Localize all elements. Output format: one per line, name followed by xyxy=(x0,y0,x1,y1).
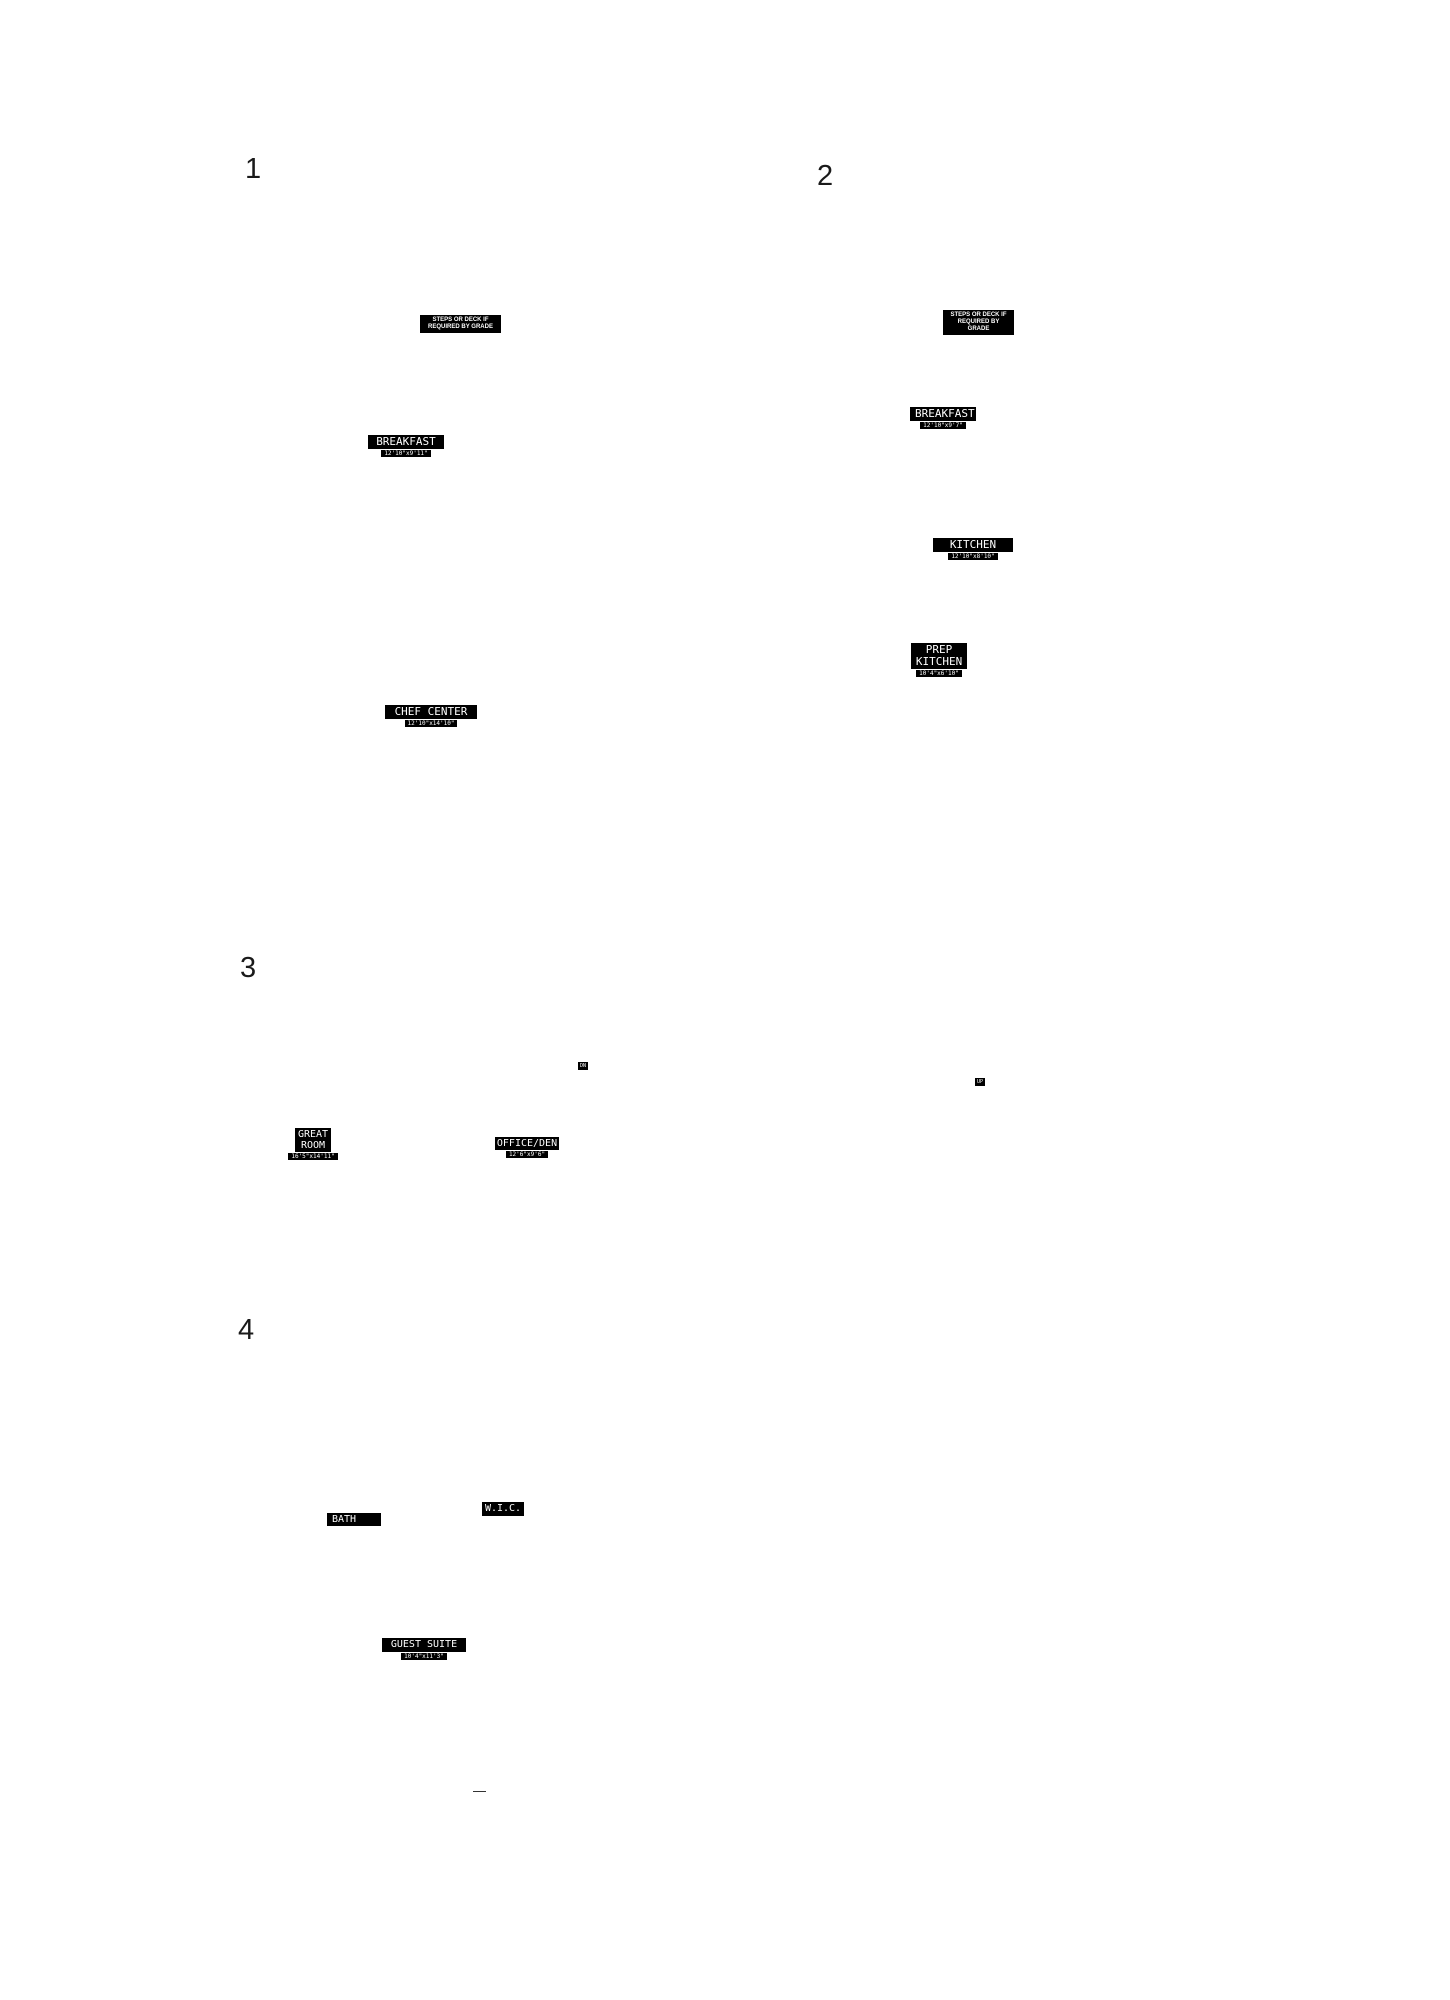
room-label-prep-kitchen: PREP KITCHEN 10'4"x6'10" xyxy=(910,643,968,677)
room-dimensions: 12'6"x9'6" xyxy=(505,1151,549,1158)
room-dimensions: 12'10"x9'11" xyxy=(381,450,431,457)
room-label-office-den: OFFICE/DEN 12'6"x9'6" xyxy=(494,1137,560,1158)
stair-down-label: DN xyxy=(578,1062,589,1070)
room-label-chef-center: CHEF CENTER 12'10"x14'10" xyxy=(385,705,477,727)
room-name: BREAKFAST xyxy=(910,407,976,421)
steps-or-deck-note-1: STEPS OR DECK IF REQUIRED BY GRADE xyxy=(420,315,501,333)
room-name: CHEF CENTER xyxy=(385,705,477,719)
room-name: KITCHEN xyxy=(933,538,1013,552)
room-name: BREAKFAST xyxy=(368,435,444,449)
room-dimensions: 10'4"x6'10" xyxy=(916,670,962,677)
room-label-breakfast-1: BREAKFAST 12'10"x9'11" xyxy=(368,435,444,457)
room-label-breakfast-2: BREAKFAST 12'10"x9'7" xyxy=(910,407,976,429)
room-name: OFFICE/DEN xyxy=(494,1137,560,1150)
option-number-2: 2 xyxy=(817,160,834,192)
option-number-3: 3 xyxy=(240,952,257,984)
room-name: PREP KITCHEN xyxy=(910,643,968,669)
option-number-1: 1 xyxy=(245,153,262,185)
room-name: GUEST SUITE xyxy=(382,1638,466,1652)
room-label-bath: BATH xyxy=(327,1513,382,1526)
room-dimensions: 10'4"x11'3" xyxy=(401,1653,447,1660)
room-dimensions: 12'10"x14'10" xyxy=(404,720,458,727)
steps-or-deck-note-2: STEPS OR DECK IF REQUIRED BY GRADE xyxy=(943,310,1014,335)
room-label-wic: W.I.C. xyxy=(481,1502,525,1516)
room-name: GREAT ROOM xyxy=(294,1128,332,1152)
room-label-great-room: GREAT ROOM 16'5"x14'11" xyxy=(288,1128,338,1160)
room-name: BATH xyxy=(327,1513,381,1526)
dash-mark xyxy=(473,1791,486,1792)
room-label-guest-suite: GUEST SUITE 10'4"x11'3" xyxy=(382,1638,466,1660)
option-number-4: 4 xyxy=(238,1314,255,1346)
room-name: W.I.C. xyxy=(481,1502,525,1516)
room-label-kitchen: KITCHEN 12'10"x8'10" xyxy=(933,538,1013,560)
stair-up-label: UP xyxy=(975,1078,986,1086)
room-dimensions: 12'10"x8'10" xyxy=(948,553,998,560)
room-dimensions: 12'10"x9'7" xyxy=(920,422,966,429)
room-dimensions: 16'5"x14'11" xyxy=(288,1153,338,1160)
